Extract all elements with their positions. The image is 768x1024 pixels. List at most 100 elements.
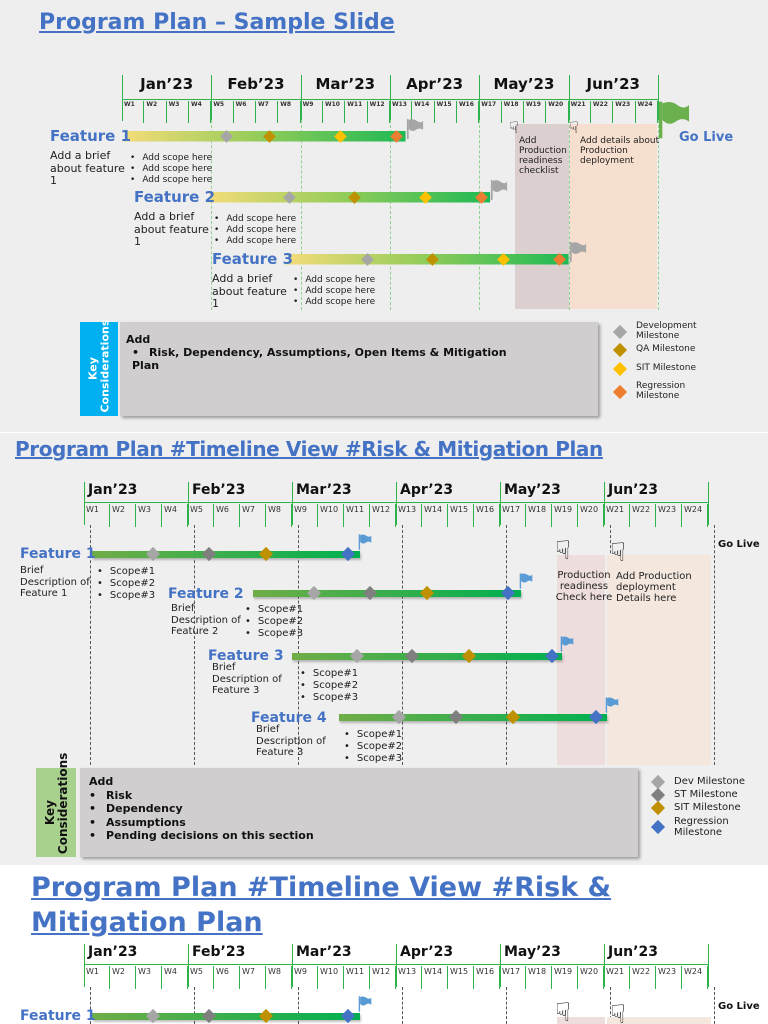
scope-item: Add scope here <box>293 297 375 308</box>
deployment-window <box>607 555 711 765</box>
week-label: W13 <box>396 504 422 527</box>
month-header: Apr’23 <box>406 75 464 93</box>
month-divider <box>604 944 605 987</box>
scope-item: Add scope here <box>293 286 375 297</box>
week-label: W9 <box>292 504 318 527</box>
week-label: W20 <box>578 504 604 527</box>
week-label: W8 <box>266 504 292 527</box>
milestone-marker <box>145 1008 160 1024</box>
month-divider <box>211 75 213 121</box>
scope-item: Scope#2 <box>300 680 358 692</box>
month-header: Mar’23 <box>315 75 376 93</box>
week-label: W2 <box>110 966 136 989</box>
legend-item: SIT Milestone <box>612 361 722 377</box>
week-label: W6 <box>234 101 256 123</box>
week-label: W3 <box>136 504 162 527</box>
deployment-note: Add details about Production deployment <box>580 136 660 166</box>
legend-label: Dev Milestone <box>674 776 746 787</box>
month-divider <box>122 75 123 121</box>
feature-brief: Brief Description of Feature 1 <box>20 565 90 599</box>
milestone-flag-icon <box>358 530 372 558</box>
week-label: W14 <box>412 101 435 123</box>
week-label: W18 <box>526 966 552 989</box>
feature-bar <box>91 550 360 558</box>
deployment-window <box>570 124 657 309</box>
timeline-gridline <box>90 987 91 1024</box>
scope-item: Add scope here <box>214 236 296 247</box>
week-label: W1 <box>84 504 110 527</box>
week-label: W19 <box>524 101 547 123</box>
month-divider <box>479 75 481 121</box>
week-label: W5 <box>211 101 234 123</box>
week-label: W24 <box>682 504 708 527</box>
timeline-gridline <box>568 120 570 310</box>
milestone-flag-icon <box>358 992 372 1020</box>
scope-item: Scope#1 <box>245 604 303 616</box>
week-label: W10 <box>318 504 344 527</box>
milestone-marker <box>340 1008 355 1024</box>
scope-item: Scope#3 <box>97 590 155 602</box>
legend-item: SIT Milestone <box>650 800 760 815</box>
month-header: Jun’23 <box>608 482 658 498</box>
key-bullets: RiskDependencyAssumptionsPending decisio… <box>89 789 589 843</box>
legend-item: Dev Milestone <box>650 774 760 789</box>
milestone-marker <box>461 648 476 664</box>
scope-item: Add scope here <box>214 214 296 225</box>
month-header: Jan’23 <box>140 75 194 93</box>
readiness-note: Production readiness Check here <box>555 570 613 603</box>
feature-bar <box>292 652 563 660</box>
month-header: Jun’23 <box>608 944 658 960</box>
timeline-rule <box>84 502 708 503</box>
key-considerations-box: AddRisk, Dependency, Assumptions, Open I… <box>120 322 598 416</box>
milestone-flag-icon <box>605 693 619 721</box>
week-label: W7 <box>256 101 279 123</box>
month-divider <box>657 75 659 121</box>
key-bullet: Risk, Dependency, Assumptions, Open Item… <box>132 346 526 372</box>
key-bullet: Dependency <box>89 802 589 816</box>
feature-scope-list: Scope#1Scope#2Scope#3 <box>300 668 358 704</box>
month-divider <box>292 944 293 987</box>
slide-timeline-view: Program Plan #Timeline View #Risk & Miti… <box>0 433 768 865</box>
week-label: W9 <box>292 966 318 989</box>
week-label: W5 <box>188 504 214 527</box>
month-divider <box>500 482 501 525</box>
week-label: W15 <box>435 101 457 123</box>
week-label: W11 <box>344 966 370 989</box>
feature-brief: Brief Description of Feature 2 <box>171 603 241 637</box>
key-heading: Add <box>89 775 114 788</box>
week-label: W6 <box>214 504 240 527</box>
milestone-flag-icon <box>519 569 533 597</box>
scope-item: Scope#3 <box>245 628 303 640</box>
milestone-marker <box>258 546 274 562</box>
week-label: W24 <box>636 101 658 123</box>
month-header: May’23 <box>504 482 561 498</box>
week-label: W22 <box>630 966 656 989</box>
week-label: W4 <box>162 504 188 527</box>
week-label: W3 <box>136 966 162 989</box>
week-label: W8 <box>266 966 292 989</box>
scope-item: Scope#2 <box>344 741 402 753</box>
week-label: W14 <box>422 966 448 989</box>
feature-brief: Add a brief about feature 1 <box>50 149 125 188</box>
week-label: W15 <box>448 504 474 527</box>
week-label: W11 <box>345 101 368 123</box>
month-header: Feb’23 <box>192 944 246 960</box>
milestone-marker <box>448 709 463 725</box>
milestone-marker <box>307 585 322 601</box>
week-label: W8 <box>278 101 301 123</box>
month-divider <box>84 482 85 525</box>
week-label: W12 <box>370 504 396 527</box>
timeline-gridline <box>194 987 195 1024</box>
timeline-gridline <box>506 987 507 1024</box>
feature-brief: Brief Description of Feature 3 <box>212 662 282 696</box>
week-label: W4 <box>189 101 212 123</box>
timeline-gridline <box>300 120 302 310</box>
legend-label: SIT Milestone <box>674 802 741 813</box>
milestone-flag-icon <box>560 632 574 660</box>
month-divider <box>389 75 391 121</box>
readiness-window <box>557 555 605 765</box>
timeline-rule <box>122 99 658 100</box>
key-considerations-box: AddRiskDependencyAssumptionsPending deci… <box>80 768 638 857</box>
week-label: W21 <box>604 966 630 989</box>
